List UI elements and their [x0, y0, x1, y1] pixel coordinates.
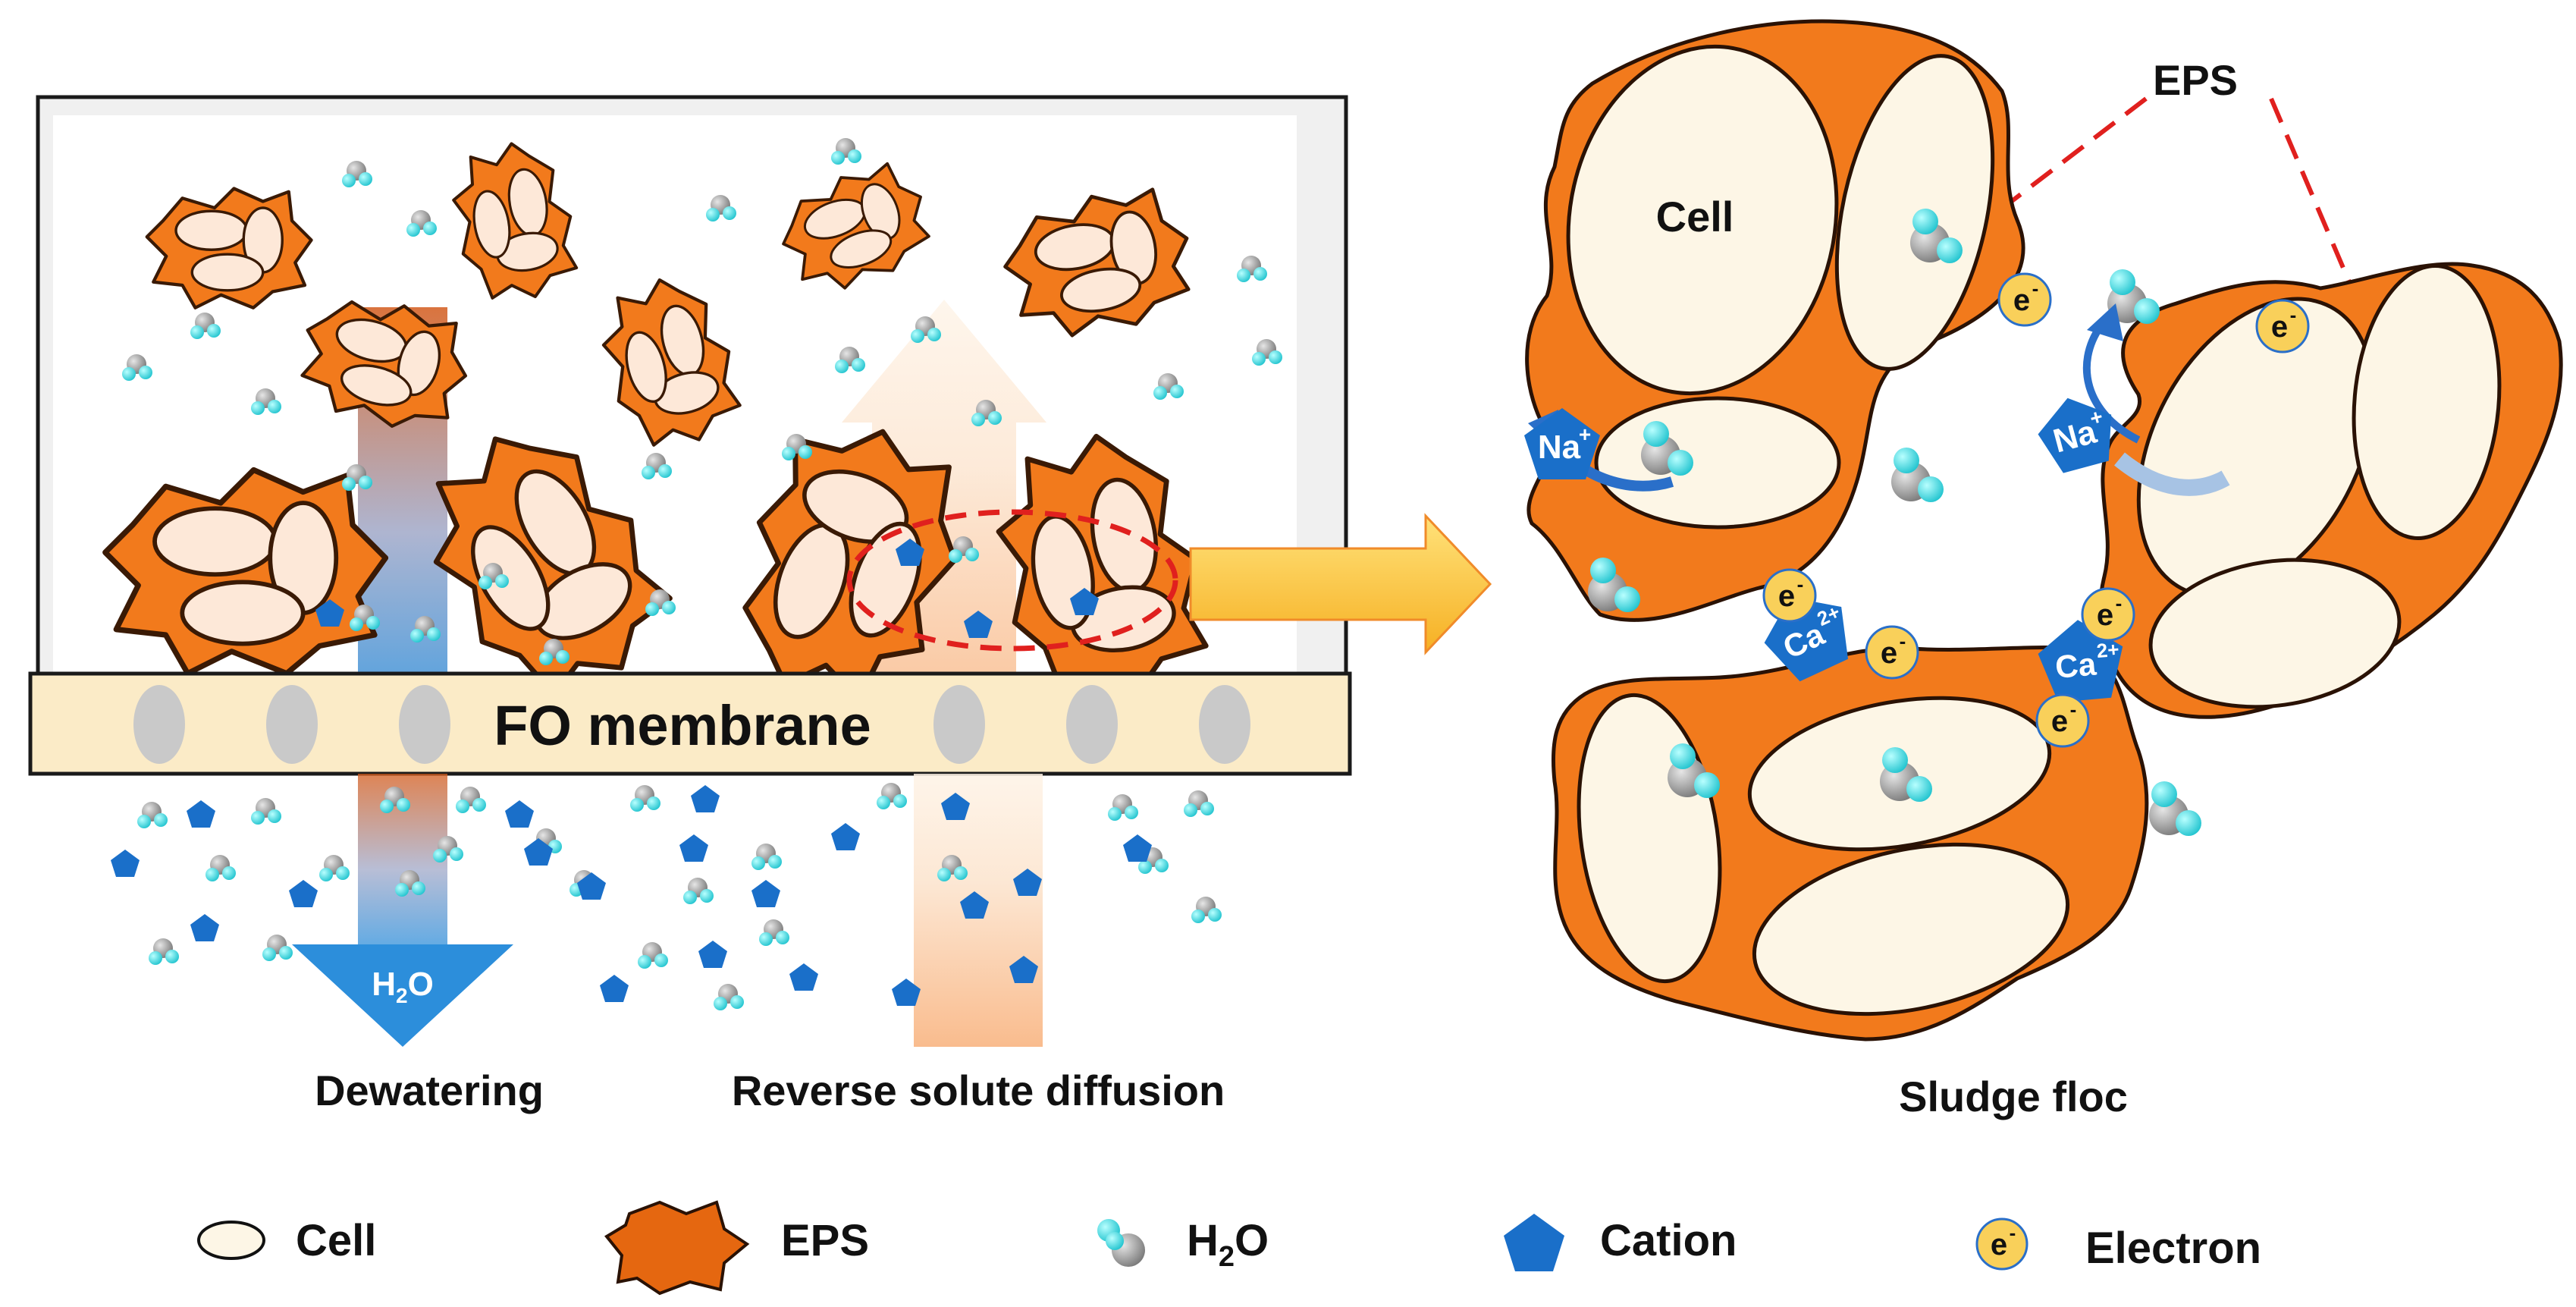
svg-text:+: +: [1579, 423, 1591, 446]
electron: e -: [2081, 587, 2135, 642]
na-binding-arrow: [2114, 452, 2230, 496]
dewatering-label: Dewatering: [315, 1067, 544, 1114]
cell-ellipse: [2352, 263, 2502, 541]
legend-cell-label: Cell: [296, 1216, 376, 1265]
svg-text:-: -: [1797, 573, 1804, 595]
na-release-arrow-right-head: [2087, 303, 2123, 341]
svg-text:e: e: [1881, 636, 1897, 670]
membrane-pores: [133, 685, 1250, 764]
eps-pointer-left: [2000, 96, 2148, 211]
dewatering-arrow-head: [292, 944, 513, 1047]
svg-text:2+: 2+: [2095, 638, 2119, 662]
legend: Cell EPS H2O Cation e - Electron: [197, 1200, 2261, 1296]
electron: e -: [2035, 693, 2090, 748]
legend-cell-icon: [197, 1221, 265, 1260]
electron: e -: [1865, 625, 1919, 680]
svg-text:e: e: [1778, 580, 1795, 613]
legend-eps-label: EPS: [781, 1216, 869, 1265]
membrane-label: FO membrane: [494, 694, 871, 757]
legend-electron-label: Electron: [2085, 1224, 2261, 1273]
cation-na-right: Na +: [2038, 397, 2112, 473]
na-release-arrow-right: [2082, 324, 2141, 444]
cell-ellipse: [1834, 54, 1995, 371]
cell-label: Cell: [1656, 193, 1734, 240]
cell-ellipse: [1594, 396, 1841, 529]
legend-h2o-icon: [1097, 1219, 1145, 1267]
eps-label: EPS: [2153, 56, 2238, 104]
reverse-diffusion-label: Reverse solute diffusion: [732, 1067, 1225, 1114]
legend-cation-label: Cation: [1600, 1216, 1737, 1265]
svg-text:e: e: [2013, 284, 2030, 317]
zoom-arrow: [1189, 513, 1492, 655]
cell-ellipse: [2148, 558, 2402, 709]
electron: e -: [2255, 299, 2310, 353]
electron: e -: [1997, 272, 2052, 327]
svg-text:-: -: [2010, 1221, 2016, 1244]
svg-text:-: -: [1900, 630, 1906, 652]
svg-text:e: e: [2097, 599, 2113, 632]
svg-text:Ca: Ca: [2054, 646, 2098, 685]
legend-electron-icon: e -: [1975, 1217, 2028, 1271]
cell-ellipse: [2136, 297, 2376, 599]
svg-text:e: e: [2271, 310, 2288, 344]
svg-text:+: +: [2088, 404, 2106, 430]
legend-cation-icon: [1504, 1214, 1564, 1271]
svg-text:-: -: [2032, 277, 2039, 300]
cell-ellipse: [1566, 44, 1839, 396]
svg-text:Na: Na: [1538, 429, 1581, 466]
water-arrow-label: H2O: [372, 966, 434, 1007]
highlight-ellipse: [846, 509, 1178, 652]
svg-text:-: -: [2116, 592, 2123, 614]
draw-solution-particles: [111, 783, 1222, 1010]
legend-h2o-label: H2O: [1187, 1216, 1269, 1273]
electron: e -: [1762, 568, 1817, 623]
eps-pointer-right: [2269, 97, 2361, 305]
svg-text:-: -: [2070, 698, 2077, 721]
sludge-floc-label: Sludge floc: [1899, 1073, 2128, 1120]
svg-text:-: -: [2290, 303, 2297, 326]
svg-text:e: e: [2051, 705, 2068, 738]
cation-na-left: Na +: [1524, 408, 1600, 479]
cell-ellipse: [1752, 842, 2070, 1016]
membrane-label-bg: [466, 689, 899, 759]
svg-text:e: e: [1991, 1228, 2007, 1261]
legend-eps-icon: [604, 1200, 750, 1296]
